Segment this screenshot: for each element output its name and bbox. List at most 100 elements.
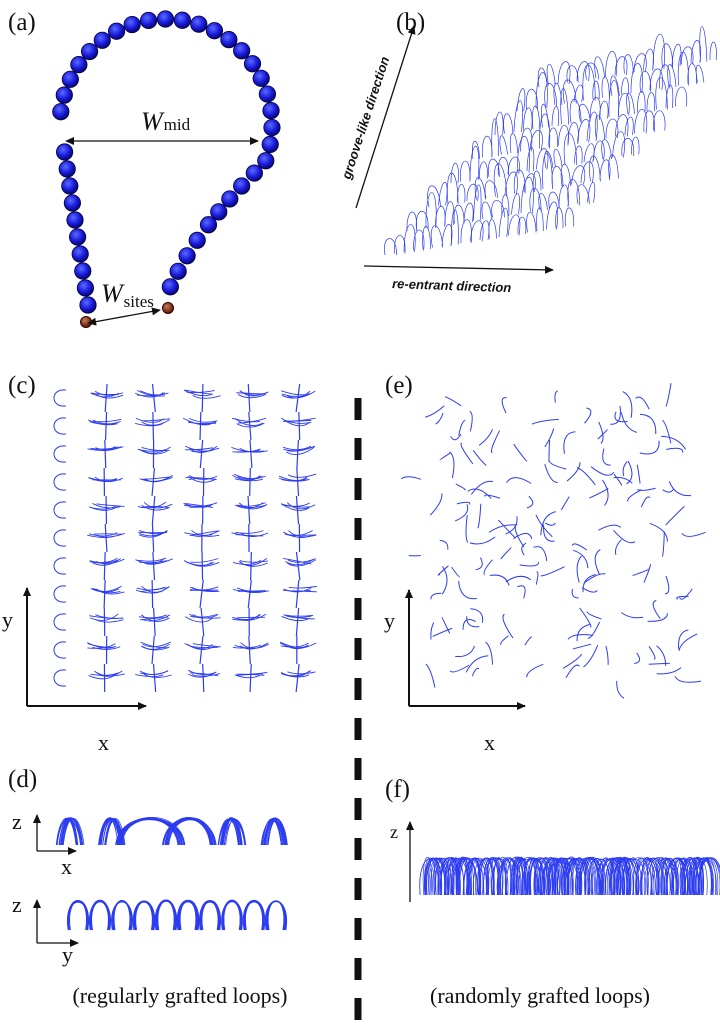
loop-strand bbox=[471, 667, 480, 677]
loop-strand bbox=[596, 858, 616, 896]
loop-strand bbox=[104, 439, 107, 469]
loop-strand bbox=[151, 383, 156, 413]
loop-strand bbox=[526, 212, 537, 233]
loop-strand bbox=[660, 859, 673, 896]
loop-strand bbox=[249, 439, 253, 469]
loop-strand bbox=[533, 857, 554, 896]
loop-strand bbox=[247, 383, 251, 413]
loop-strand bbox=[444, 201, 455, 226]
loop-strand bbox=[516, 88, 526, 112]
loop-strand bbox=[184, 389, 214, 395]
loop-strand bbox=[192, 394, 221, 399]
loop-strand bbox=[608, 154, 619, 179]
loop-strand bbox=[503, 113, 514, 134]
loop-strand bbox=[640, 496, 651, 508]
loop-strand bbox=[523, 107, 533, 131]
loop-strand bbox=[616, 858, 628, 896]
loop-strand bbox=[281, 417, 310, 427]
loop-strand bbox=[571, 543, 588, 551]
loop-strand bbox=[189, 475, 218, 480]
loop-strand bbox=[639, 440, 660, 455]
loop-strand bbox=[675, 86, 688, 107]
loop-strand bbox=[679, 858, 699, 896]
bead bbox=[107, 22, 126, 40]
loop-strand bbox=[475, 557, 483, 571]
loop-strand bbox=[430, 858, 450, 896]
loop-strand bbox=[506, 477, 532, 484]
loop-strand bbox=[544, 150, 554, 169]
bead bbox=[76, 279, 95, 297]
loop-strand bbox=[429, 493, 443, 516]
loop-strand bbox=[601, 76, 610, 98]
loop-strand bbox=[634, 652, 641, 664]
loop-strand bbox=[665, 505, 685, 526]
loop-strand bbox=[187, 421, 217, 425]
loop-strand bbox=[424, 857, 441, 896]
loop-strand bbox=[535, 72, 548, 109]
bead bbox=[58, 160, 76, 178]
loop-strand bbox=[540, 566, 565, 577]
loop-strand bbox=[135, 901, 153, 931]
loop-strand bbox=[452, 857, 473, 896]
loop-strand bbox=[222, 817, 243, 846]
loop-strand bbox=[103, 551, 106, 581]
loop-strand bbox=[664, 575, 670, 595]
loop-strand bbox=[621, 138, 634, 157]
loop-strand bbox=[484, 180, 498, 199]
loop-strand bbox=[192, 614, 221, 619]
loop-strand bbox=[249, 663, 252, 693]
loop-strand bbox=[579, 857, 594, 896]
loop-strand bbox=[605, 118, 619, 139]
loop-strand bbox=[192, 643, 221, 648]
loop-strand bbox=[574, 145, 583, 164]
loop-strand bbox=[200, 901, 220, 931]
loop-strand bbox=[519, 561, 540, 567]
loop-strand bbox=[240, 642, 269, 649]
bead bbox=[233, 177, 251, 195]
loop-strand bbox=[587, 181, 596, 203]
bead bbox=[79, 296, 97, 314]
loop-strand bbox=[491, 200, 505, 218]
loop-strand bbox=[469, 146, 480, 181]
loop-strand bbox=[295, 551, 301, 581]
loop-strand bbox=[472, 449, 487, 466]
loop-strand bbox=[53, 529, 67, 547]
loop-strand bbox=[504, 171, 518, 196]
d-bottom-z-label: z bbox=[12, 892, 22, 917]
loop-strand bbox=[551, 106, 560, 127]
loop-strand bbox=[491, 857, 516, 896]
loop-strand bbox=[240, 390, 269, 397]
loop-strand bbox=[296, 439, 299, 469]
bead bbox=[61, 177, 79, 195]
loop-strand bbox=[544, 83, 557, 107]
loop-strand bbox=[469, 858, 480, 896]
loop-strand bbox=[455, 645, 476, 658]
loop-strand bbox=[610, 405, 621, 425]
loop-strand bbox=[188, 671, 217, 678]
panel-e-label: (e) bbox=[385, 372, 413, 399]
loop-strand bbox=[155, 900, 177, 931]
loop-strand bbox=[248, 635, 251, 665]
loop-strand bbox=[687, 63, 697, 85]
loop-strand bbox=[281, 390, 310, 396]
loop-strand bbox=[513, 443, 528, 462]
loop-strand bbox=[647, 613, 668, 622]
c-x-label: x bbox=[98, 730, 109, 755]
loop-strand bbox=[662, 488, 674, 493]
anchor-bead bbox=[162, 302, 174, 314]
loop-strand bbox=[501, 858, 517, 896]
loop-strand bbox=[543, 524, 555, 542]
loop-strand bbox=[88, 505, 118, 510]
loop-strand bbox=[648, 662, 670, 665]
loop-strand bbox=[578, 857, 601, 896]
loop-strand bbox=[94, 393, 124, 399]
w-sites-arrow bbox=[87, 307, 161, 326]
loop-strand bbox=[513, 169, 526, 194]
loop-strand bbox=[562, 653, 583, 669]
loop-strand bbox=[95, 446, 124, 451]
loop-strand bbox=[544, 522, 556, 526]
random-loops-side-view bbox=[419, 856, 720, 896]
loop-strand bbox=[525, 89, 538, 110]
bead bbox=[156, 10, 175, 28]
